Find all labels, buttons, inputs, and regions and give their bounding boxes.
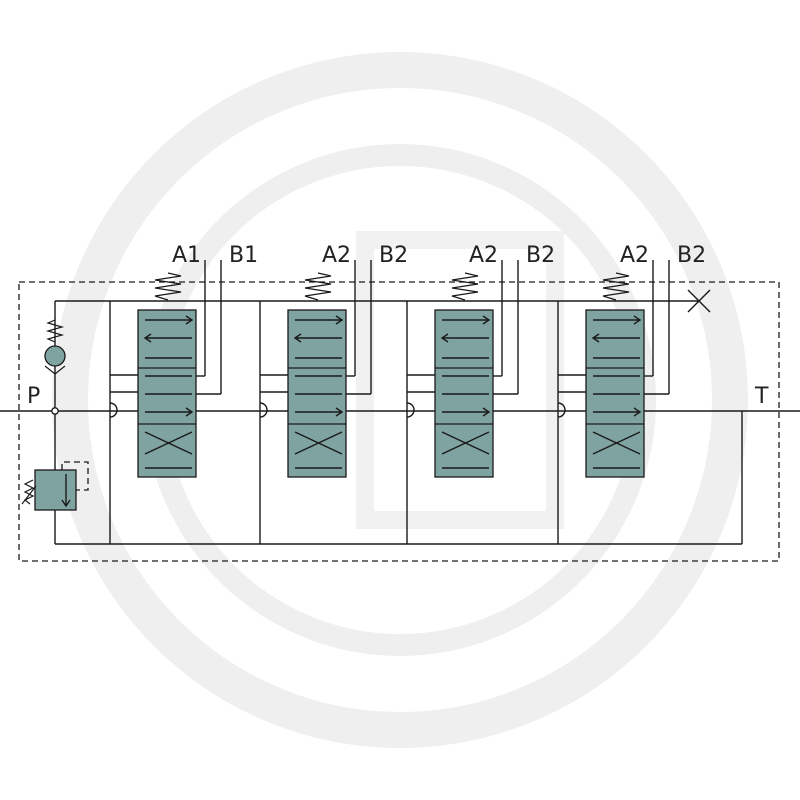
- port-a-label: A1: [172, 243, 201, 268]
- port-b-label: B1: [229, 243, 258, 268]
- port-p-label: P: [27, 384, 40, 409]
- valve-block-boundary: [18, 281, 780, 562]
- port-b-label: B2: [677, 243, 706, 268]
- relief-valve-icon: [21, 461, 89, 511]
- port-b-label: B2: [379, 243, 408, 268]
- watermark-logo: [52, 52, 748, 748]
- valve-section-2: A2 B2: [259, 243, 408, 544]
- port-a-label: A2: [469, 243, 498, 268]
- junction-dot: [51, 407, 59, 415]
- port-t-label: T: [754, 384, 769, 409]
- check-valve-icon: [44, 319, 66, 375]
- valve-section-3: A2 B2: [406, 243, 555, 544]
- port-a-label: A2: [322, 243, 351, 268]
- port-b-label: B2: [526, 243, 555, 268]
- port-a-label: A2: [620, 243, 649, 268]
- valve-section-4: A2 B2: [557, 243, 706, 544]
- valve-section-1: A1 B1: [109, 243, 258, 544]
